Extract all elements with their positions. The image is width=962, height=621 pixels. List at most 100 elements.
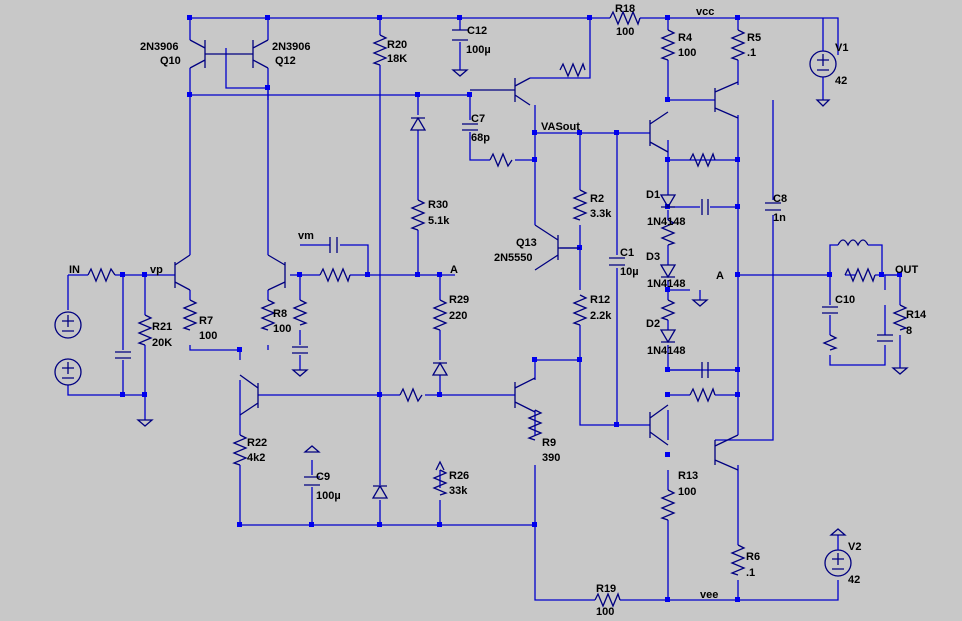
q-vas-bot-symbol: [514, 377, 536, 413]
r26-name: R26: [449, 470, 469, 482]
c-zobel-symbol: [877, 334, 893, 342]
r8-symbol: [260, 299, 276, 331]
diodes: [371, 116, 677, 499]
c7-value: 68p: [471, 132, 490, 144]
a-net-right: A: [716, 270, 724, 282]
q10-part: 2N3906: [140, 41, 179, 53]
v2-symbol: [824, 549, 852, 577]
r22-name: R22: [247, 437, 267, 449]
transistors: [174, 39, 739, 471]
vcc-net: vcc: [696, 6, 714, 18]
r26-symbol: [432, 469, 448, 496]
ground-symbols: [136, 69, 909, 536]
r6-value: .1: [746, 567, 755, 579]
d3-part: 1N4148: [647, 278, 686, 290]
r14-name: R14: [906, 309, 927, 321]
c12-symbol: [452, 29, 468, 41]
q13-part: 2N5550: [494, 252, 533, 264]
q12-part: 2N3906: [272, 41, 311, 53]
r13-symbol: [660, 489, 676, 521]
c9-symbol: [304, 476, 320, 486]
r6-name: R6: [746, 551, 760, 563]
v-in-bot-symbol: [54, 358, 82, 386]
vee-net: vee: [700, 589, 718, 601]
r9-symbol: [527, 409, 543, 441]
r-vm-gnd-symbol: [292, 299, 308, 326]
q-in-left-symbol: [174, 254, 191, 291]
r9-value: 390: [542, 452, 560, 464]
c1-name: C1: [620, 247, 634, 259]
d2-name: D2: [646, 318, 660, 330]
v2-value: 42: [848, 574, 860, 586]
r4-name: R4: [678, 32, 693, 44]
r8-name: R8: [273, 308, 287, 320]
d2-part: 1N4148: [647, 345, 686, 357]
l-out-symbol: [837, 239, 869, 247]
q-drv-bot-symbol: [649, 404, 669, 446]
r29-value: 220: [449, 310, 467, 322]
r30-name: R30: [428, 199, 448, 211]
c1-symbol: [609, 257, 625, 266]
c-vm-symbol: [292, 346, 308, 354]
q13-name: Q13: [516, 237, 537, 249]
r19-value: 100: [596, 606, 614, 618]
junction-dots: [120, 15, 902, 602]
labels: 2N3906 Q10 2N3906 Q12 R20 18K C12 100µ R…: [69, 3, 927, 618]
v2-name: V2: [848, 541, 861, 553]
r22-symbol: [232, 434, 248, 466]
r-drv-bot-symbol: [689, 387, 716, 403]
c-fb-symbol: [329, 237, 338, 253]
r20-name: R20: [387, 39, 407, 51]
r4-symbol: [660, 29, 676, 61]
r-c7-symbol: [489, 152, 513, 168]
vp-net: vp: [150, 264, 163, 276]
c7-name: C7: [471, 113, 485, 125]
c12-value: 100µ: [466, 44, 491, 56]
d3-symbol: [659, 264, 677, 279]
r13-value: 100: [678, 486, 696, 498]
d1-symbol: [659, 194, 677, 209]
r-drv-top-symbol: [689, 152, 716, 168]
r14-symbol: [892, 304, 908, 331]
d-zener-symbol: [371, 484, 389, 499]
v1-symbol: [809, 50, 837, 78]
r29-name: R29: [449, 294, 469, 306]
c8-name: C8: [773, 193, 787, 205]
in-net: IN: [69, 264, 80, 276]
c-bias-bot-symbol: [701, 362, 709, 378]
q13-symbol: [534, 224, 580, 271]
capacitors: [115, 29, 893, 486]
r18-name: R18: [615, 3, 635, 15]
r-in-symbol: [87, 267, 116, 283]
q12-name: Q12: [275, 55, 296, 67]
r-d1-symbol: [660, 219, 676, 246]
q10-symbol: [189, 39, 226, 69]
q-out-bot-symbol: [714, 434, 739, 471]
sources: [54, 18, 852, 577]
r21-value: 20K: [152, 337, 172, 349]
r30-value: 5.1k: [428, 215, 450, 227]
d1-name: D1: [646, 189, 660, 201]
r8-value: 100: [273, 323, 291, 335]
vm-net: vm: [298, 230, 314, 242]
out-net: OUT: [895, 264, 919, 276]
wires: [67, 17, 901, 601]
q-vas-top-symbol: [470, 77, 531, 106]
r2-name: R2: [590, 193, 604, 205]
r5-value: .1: [747, 47, 756, 59]
q12-symbol: [226, 39, 269, 69]
r19-name: R19: [596, 583, 616, 595]
c7-symbol: [462, 123, 478, 131]
q10-name: Q10: [160, 55, 181, 67]
r-d3-symbol: [660, 299, 676, 321]
r7-name: R7: [199, 315, 213, 327]
d-mid-symbol: [431, 361, 449, 376]
r-feedback-symbol: [319, 267, 351, 283]
r21-name: R21: [152, 321, 172, 333]
q-drv-top-symbol: [649, 111, 669, 153]
resistors: [87, 10, 908, 608]
r29-symbol: [432, 299, 448, 331]
d-top-symbol: [409, 116, 427, 131]
